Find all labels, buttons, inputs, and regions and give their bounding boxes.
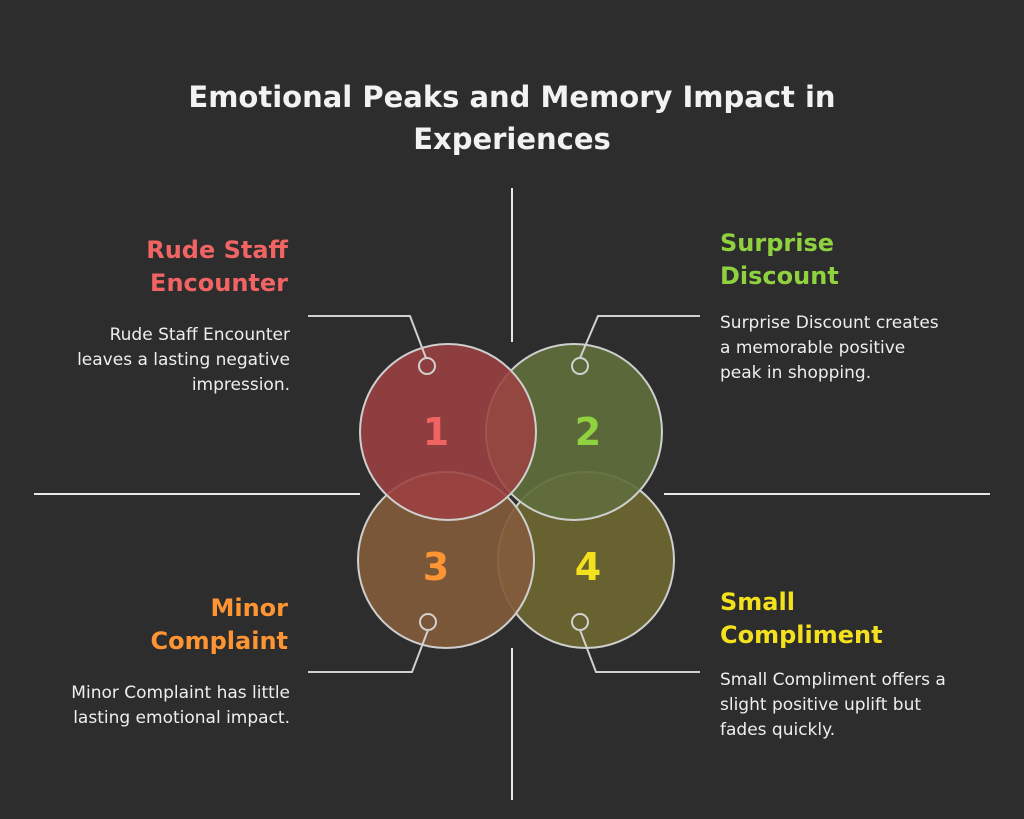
- desc-rude-staff: Rude Staff Encounter leaves a lasting ne…: [77, 325, 290, 395]
- circle-1: [359, 343, 537, 521]
- circle-number-2: 2: [575, 410, 601, 454]
- heading-minor-complaint: Minor Complaint: [150, 594, 289, 655]
- connector-1: [308, 315, 427, 359]
- connector-3: [308, 629, 429, 673]
- desc-minor-complaint: Minor Complaint has little lasting emoti…: [71, 683, 290, 728]
- heading-surprise-discount: Surprise Discount: [720, 229, 839, 290]
- desc-surprise-discount: Surprise Discount creates a memorable po…: [720, 313, 939, 383]
- circle-number-1: 1: [423, 410, 449, 454]
- connector-dot-3: [419, 613, 437, 631]
- heading-small-compliment: Small Compliment: [720, 588, 883, 649]
- connector-dot-1: [418, 357, 436, 375]
- page-title: Emotional Peaks and Memory Impact in Exp…: [188, 80, 836, 156]
- desc-small-compliment: Small Compliment offers a slight positiv…: [720, 670, 946, 740]
- heading-rude-staff: Rude Staff Encounter: [146, 236, 288, 297]
- connector-dot-4: [571, 613, 589, 631]
- circle-number-4: 4: [575, 545, 601, 589]
- connector-4: [579, 629, 700, 673]
- connector-2: [579, 315, 700, 359]
- circle-number-3: 3: [423, 545, 449, 589]
- connector-dot-2: [571, 357, 589, 375]
